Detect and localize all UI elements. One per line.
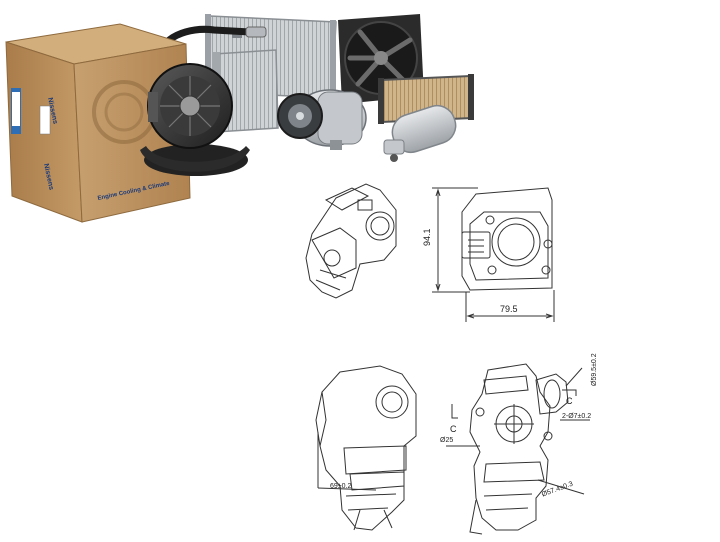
- receiver-drier-image: [383, 104, 457, 162]
- diameter-25-label: Ø25: [440, 437, 453, 444]
- egr-valve-side-view: [315, 365, 417, 531]
- top-technical-drawing: [305, 183, 555, 322]
- egr-valve-section-view: [446, 363, 590, 535]
- holes-label: 2-Ø7±0.2: [562, 413, 591, 420]
- diameter-59-label: Ø59.5±0.2: [591, 353, 598, 386]
- nissens-box-image: Nissens Nissens Engine Cooling & Climate: [5, 23, 191, 223]
- section-c-left: C: [450, 424, 457, 434]
- product-photo: Nissens Nissens Engine Cooling & Climate: [5, 14, 474, 223]
- blower-motor-image: [140, 63, 250, 176]
- bottom-technical-drawing: [315, 363, 590, 535]
- width-69-label: 69±0.2: [330, 483, 351, 490]
- height-dimension-label: 94.1: [422, 228, 432, 246]
- ac-compressor-image: [277, 89, 367, 150]
- egr-valve-front-view: [432, 187, 555, 322]
- width-dimension-label: 79.5: [500, 304, 518, 314]
- egr-valve-iso-sketch: [305, 183, 397, 299]
- section-c-right: C: [566, 396, 573, 406]
